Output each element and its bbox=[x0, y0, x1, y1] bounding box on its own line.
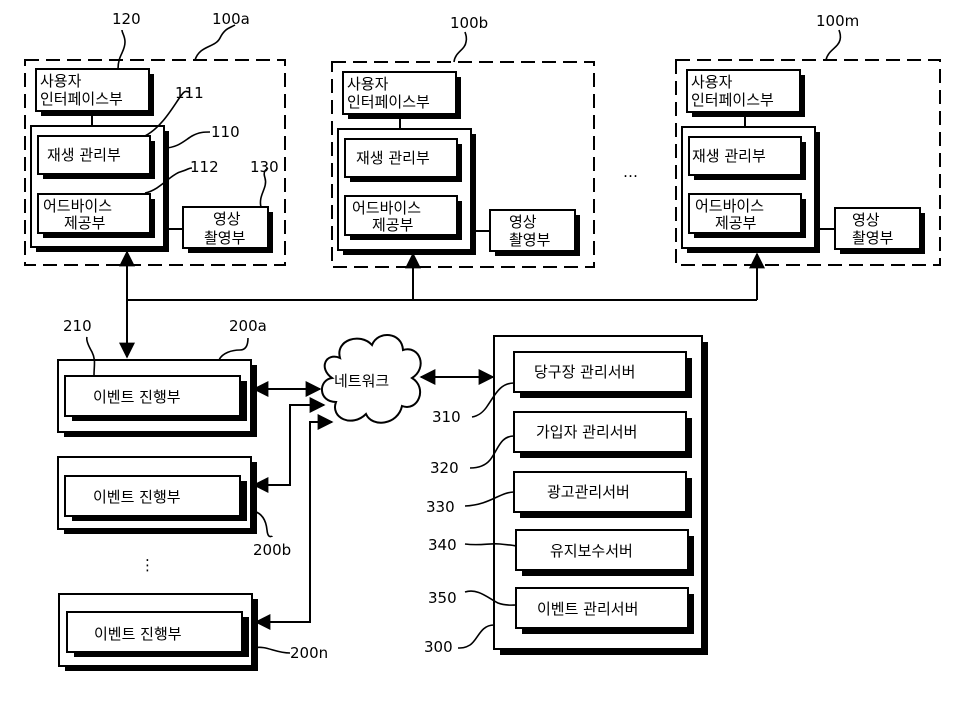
leader-line bbox=[118, 30, 125, 69]
ref-label-100a: 100a bbox=[212, 10, 250, 28]
event-unit-label: 이벤트 진행부 bbox=[93, 488, 181, 506]
ref-label-320: 320 bbox=[430, 459, 459, 477]
device-100m: 100m 사용자 인터페이스부 재생 관리부 어드바이스 제공부 영상 촬영부 bbox=[676, 12, 940, 265]
server-label: 가입자 관리서버 bbox=[536, 423, 637, 441]
event-unit-200n: 이벤트 진행부 200n bbox=[59, 594, 328, 671]
network-cloud: 네트워크 bbox=[322, 335, 421, 423]
device-100a: 100a 120 사용자 인터페이스부 110 재생 관리부 111 어드바이스… bbox=[25, 10, 285, 265]
ui-label-line1: 사용자 bbox=[347, 75, 389, 93]
leader-line bbox=[826, 30, 840, 60]
ui-label-line2: 인터페이스부 bbox=[40, 90, 123, 108]
server-label: 광고관리서버 bbox=[547, 483, 630, 501]
camera-label-line2: 촬영부 bbox=[852, 229, 894, 247]
server-label: 유지보수서버 bbox=[550, 542, 633, 560]
ui-label-line1: 사용자 bbox=[40, 72, 82, 90]
leader-line bbox=[465, 544, 516, 546]
ref-label-200a: 200a bbox=[229, 317, 267, 335]
advice-label-line1: 어드바이스 bbox=[352, 199, 421, 217]
server-label: 당구장 관리서버 bbox=[534, 363, 635, 381]
event-unit-label: 이벤트 진행부 bbox=[94, 625, 182, 643]
leader-line bbox=[458, 625, 494, 648]
advice-label-line2: 제공부 bbox=[372, 216, 414, 234]
camera-label-line2: 촬영부 bbox=[204, 229, 246, 247]
playback-label: 재생 관리부 bbox=[47, 146, 121, 164]
ref-label-300: 300 bbox=[424, 638, 453, 656]
event-unit-label: 이벤트 진행부 bbox=[93, 388, 181, 406]
ref-label-110: 110 bbox=[211, 123, 240, 141]
advice-label-line2: 제공부 bbox=[715, 214, 757, 232]
ref-label-310: 310 bbox=[432, 408, 461, 426]
ref-label-340: 340 bbox=[428, 536, 457, 554]
ref-label-112: 112 bbox=[190, 158, 219, 176]
event-unit-200a: 이벤트 진행부 210 200a bbox=[58, 317, 267, 437]
leader-line bbox=[219, 338, 248, 360]
ref-label-130: 130 bbox=[250, 158, 279, 176]
advice-label-line2: 제공부 bbox=[64, 214, 106, 232]
server-label: 이벤트 관리서버 bbox=[537, 600, 638, 618]
camera-label-line1: 영상 bbox=[509, 213, 537, 231]
leader-line bbox=[254, 647, 290, 653]
ref-label-330: 330 bbox=[426, 498, 455, 516]
device-100b: 100b 사용자 인터페이스부 재생 관리부 어드바이스 제공부 영상 촬영부 bbox=[332, 14, 594, 267]
ref-label-111: 111 bbox=[175, 84, 204, 102]
leader-line bbox=[195, 25, 235, 60]
advice-label-line1: 어드바이스 bbox=[43, 197, 112, 215]
devices-ellipsis: … bbox=[623, 163, 638, 181]
event-unit-200b: 이벤트 진행부 200b bbox=[58, 457, 291, 559]
camera-label-line2: 촬영부 bbox=[509, 231, 551, 249]
leader-line bbox=[454, 32, 466, 62]
event-network-links bbox=[254, 389, 332, 622]
ref-label-350: 350 bbox=[428, 589, 457, 607]
playback-label: 재생 관리부 bbox=[356, 149, 430, 167]
playback-label: 재생 관리부 bbox=[692, 147, 766, 165]
network-label: 네트워크 bbox=[334, 372, 389, 390]
ref-label-120: 120 bbox=[112, 10, 141, 28]
ref-label-210: 210 bbox=[63, 317, 92, 335]
event-units-ellipsis: ⋮ bbox=[140, 556, 155, 574]
ui-label-line2: 인터페이스부 bbox=[691, 91, 774, 109]
advice-label-line1: 어드바이스 bbox=[695, 197, 764, 215]
server-group-300: 300 당구장 관리서버 310 가입자 관리서버 320 광고관리서버 330… bbox=[424, 336, 708, 656]
ref-label-200b: 200b bbox=[253, 541, 291, 559]
leader-line bbox=[164, 132, 210, 148]
ref-label-100m: 100m bbox=[816, 12, 859, 30]
ref-label-200n: 200n bbox=[290, 644, 328, 662]
camera-label-line1: 영상 bbox=[852, 211, 880, 229]
camera-label-line1: 영상 bbox=[213, 210, 241, 228]
ui-label-line1: 사용자 bbox=[691, 73, 733, 91]
ui-label-line2: 인터페이스부 bbox=[347, 93, 430, 111]
ref-label-100b: 100b bbox=[450, 14, 488, 32]
